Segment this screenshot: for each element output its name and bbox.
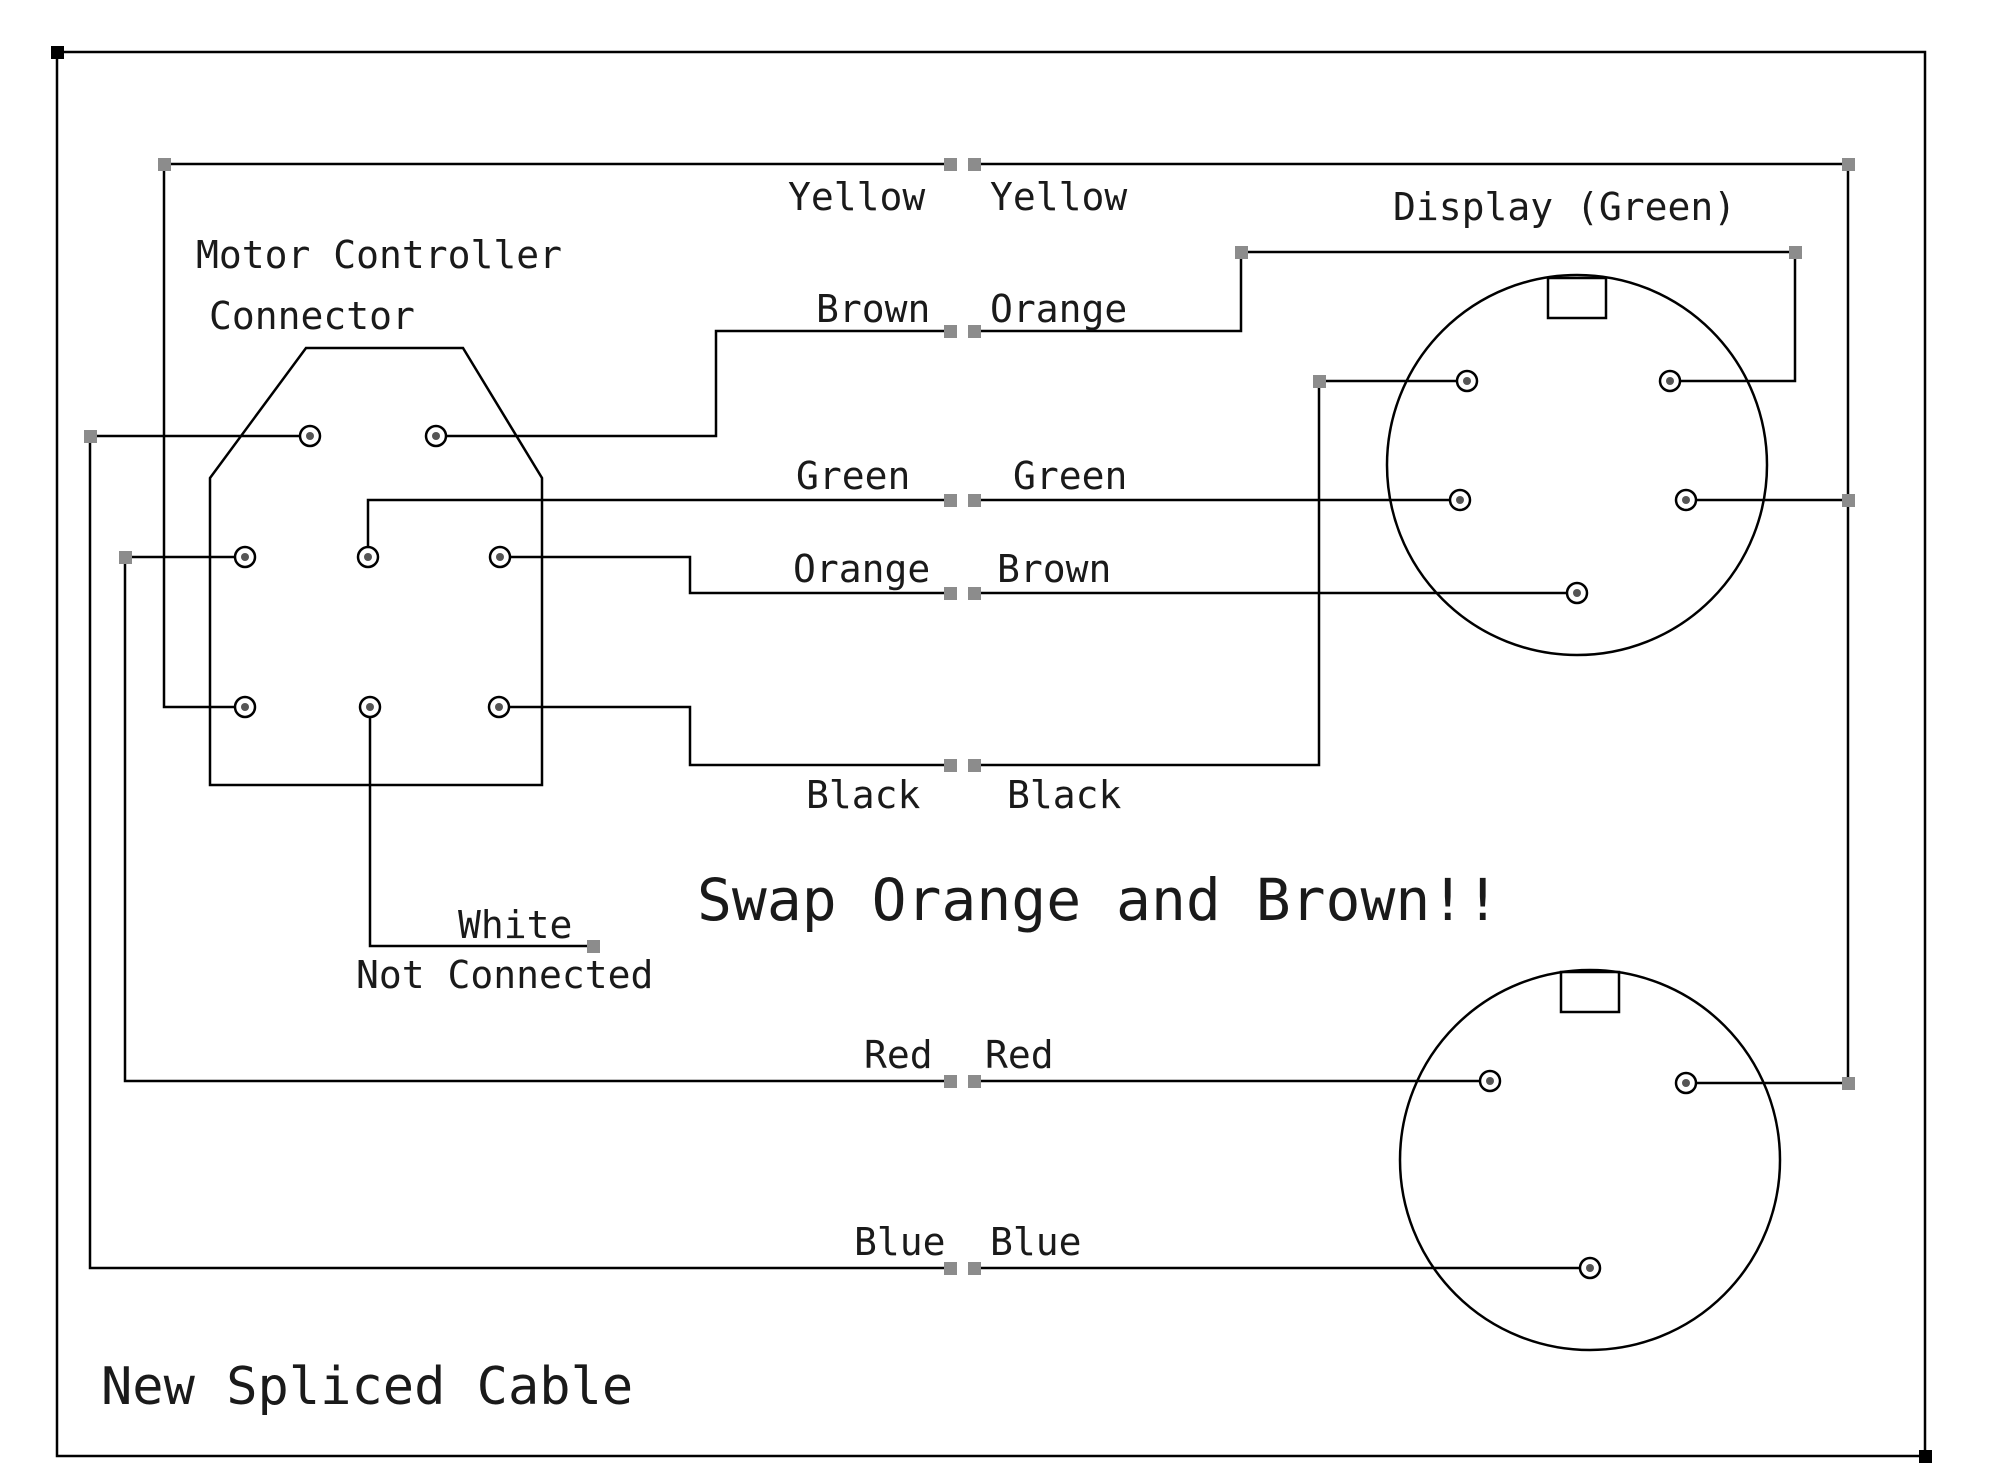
wire-label-yellow-right: Yellow (990, 175, 1127, 219)
motor-pin-mid-center (356, 545, 380, 569)
splice-node (968, 759, 981, 772)
display-connector-key-notch (1546, 276, 1608, 320)
lower-connector-key-notch (1559, 970, 1621, 1014)
wire-label-black-left: Black (806, 773, 921, 817)
wire-label-orange-right: Orange (990, 287, 1127, 331)
motor-pin-mid-left (233, 545, 257, 569)
wire-orange-right (974, 250, 1797, 383)
lower-pin-bottom (1578, 1256, 1602, 1280)
wire-label-red-left: Red (864, 1033, 933, 1077)
splice-node (968, 1262, 981, 1275)
corner-node (84, 430, 97, 443)
border-corner-handle-bottom-right (1919, 1450, 1932, 1463)
display-connector (1385, 273, 1769, 657)
lower-pin-right (1674, 1071, 1698, 1095)
splice-node (944, 494, 957, 507)
wire-label-brown-left: Brown (816, 287, 930, 331)
splice-node (944, 759, 957, 772)
motor-pin-top-right (424, 424, 448, 448)
splice-node (944, 158, 957, 171)
corner-node (158, 158, 171, 171)
splice-node (968, 494, 981, 507)
corner-node (1313, 375, 1326, 388)
splice-node (968, 158, 981, 171)
wire-label-blue-right: Blue (990, 1220, 1082, 1264)
wire-label-brown-right: Brown (997, 547, 1111, 591)
wire-red-left (123, 555, 950, 1083)
white-wire-label: White (458, 903, 572, 947)
splice-node (944, 1262, 957, 1275)
junction-node (1842, 494, 1855, 507)
motor-connector-outline (208, 346, 544, 787)
motor-pin-mid-right (488, 545, 512, 569)
wire-green-left (366, 498, 950, 557)
lower-pin-left (1478, 1069, 1502, 1093)
wire-blue-left (88, 434, 950, 1270)
splice-node (944, 325, 957, 338)
swap-annotation: Swap Orange and Brown!! (697, 866, 1500, 934)
splice-nodes (84, 158, 1855, 1275)
motor-pin-bottom-center (358, 695, 382, 719)
display-pin-mid-right (1674, 488, 1698, 512)
display-pin-top-left (1455, 369, 1479, 393)
labels: Motor Controller Connector Display (Gree… (101, 175, 1736, 1417)
wire-brown-left (436, 329, 950, 438)
lower-round-connector (1398, 968, 1782, 1352)
corner-node (1842, 1077, 1855, 1090)
not-connected-label: Not Connected (356, 953, 653, 997)
wire-label-green-right: Green (1013, 454, 1127, 498)
motor-pin-bottom-right (487, 695, 511, 719)
corner-node (1842, 158, 1855, 171)
border-corner-handle-top-left (51, 46, 64, 59)
wire-black-right (974, 379, 1467, 767)
wire-end-node (587, 940, 600, 953)
splice-node (944, 587, 957, 600)
display-connector-label: Display (Green) (1393, 185, 1736, 229)
motor-connector-label-line1: Motor Controller (196, 233, 562, 277)
splice-node (944, 1075, 957, 1088)
diagram-title: New Spliced Cable (101, 1357, 633, 1417)
motor-controller-connector (208, 346, 544, 787)
splice-node (968, 587, 981, 600)
wire-white-not-connected (368, 707, 593, 948)
motor-connector-label-line2: Connector (209, 294, 415, 338)
splice-node (968, 325, 981, 338)
wire-yellow-right (974, 162, 1850, 1085)
wire-label-yellow-left: Yellow (788, 175, 925, 219)
wire-label-blue-left: Blue (854, 1220, 946, 1264)
wire-black-left (499, 705, 950, 767)
motor-pin-top-left (298, 424, 322, 448)
wire-orange-left (500, 555, 950, 595)
corner-node (1789, 246, 1802, 259)
wire-label-red-right: Red (985, 1033, 1054, 1077)
display-pin-top-right (1658, 369, 1682, 393)
wire-label-green-left: Green (796, 454, 910, 498)
display-connector-outline (1385, 273, 1769, 657)
motor-pin-bottom-left (233, 695, 257, 719)
wire-label-orange-left: Orange (793, 547, 930, 591)
splice-node (968, 1075, 981, 1088)
corner-node (119, 551, 132, 564)
display-pin-mid-left (1448, 488, 1472, 512)
lower-connector-outline (1398, 968, 1782, 1352)
wires (88, 162, 1850, 1270)
corner-node (1235, 246, 1248, 259)
display-pin-bottom (1565, 581, 1589, 605)
wire-label-black-right: Black (1007, 773, 1122, 817)
page-border (55, 50, 1927, 1458)
